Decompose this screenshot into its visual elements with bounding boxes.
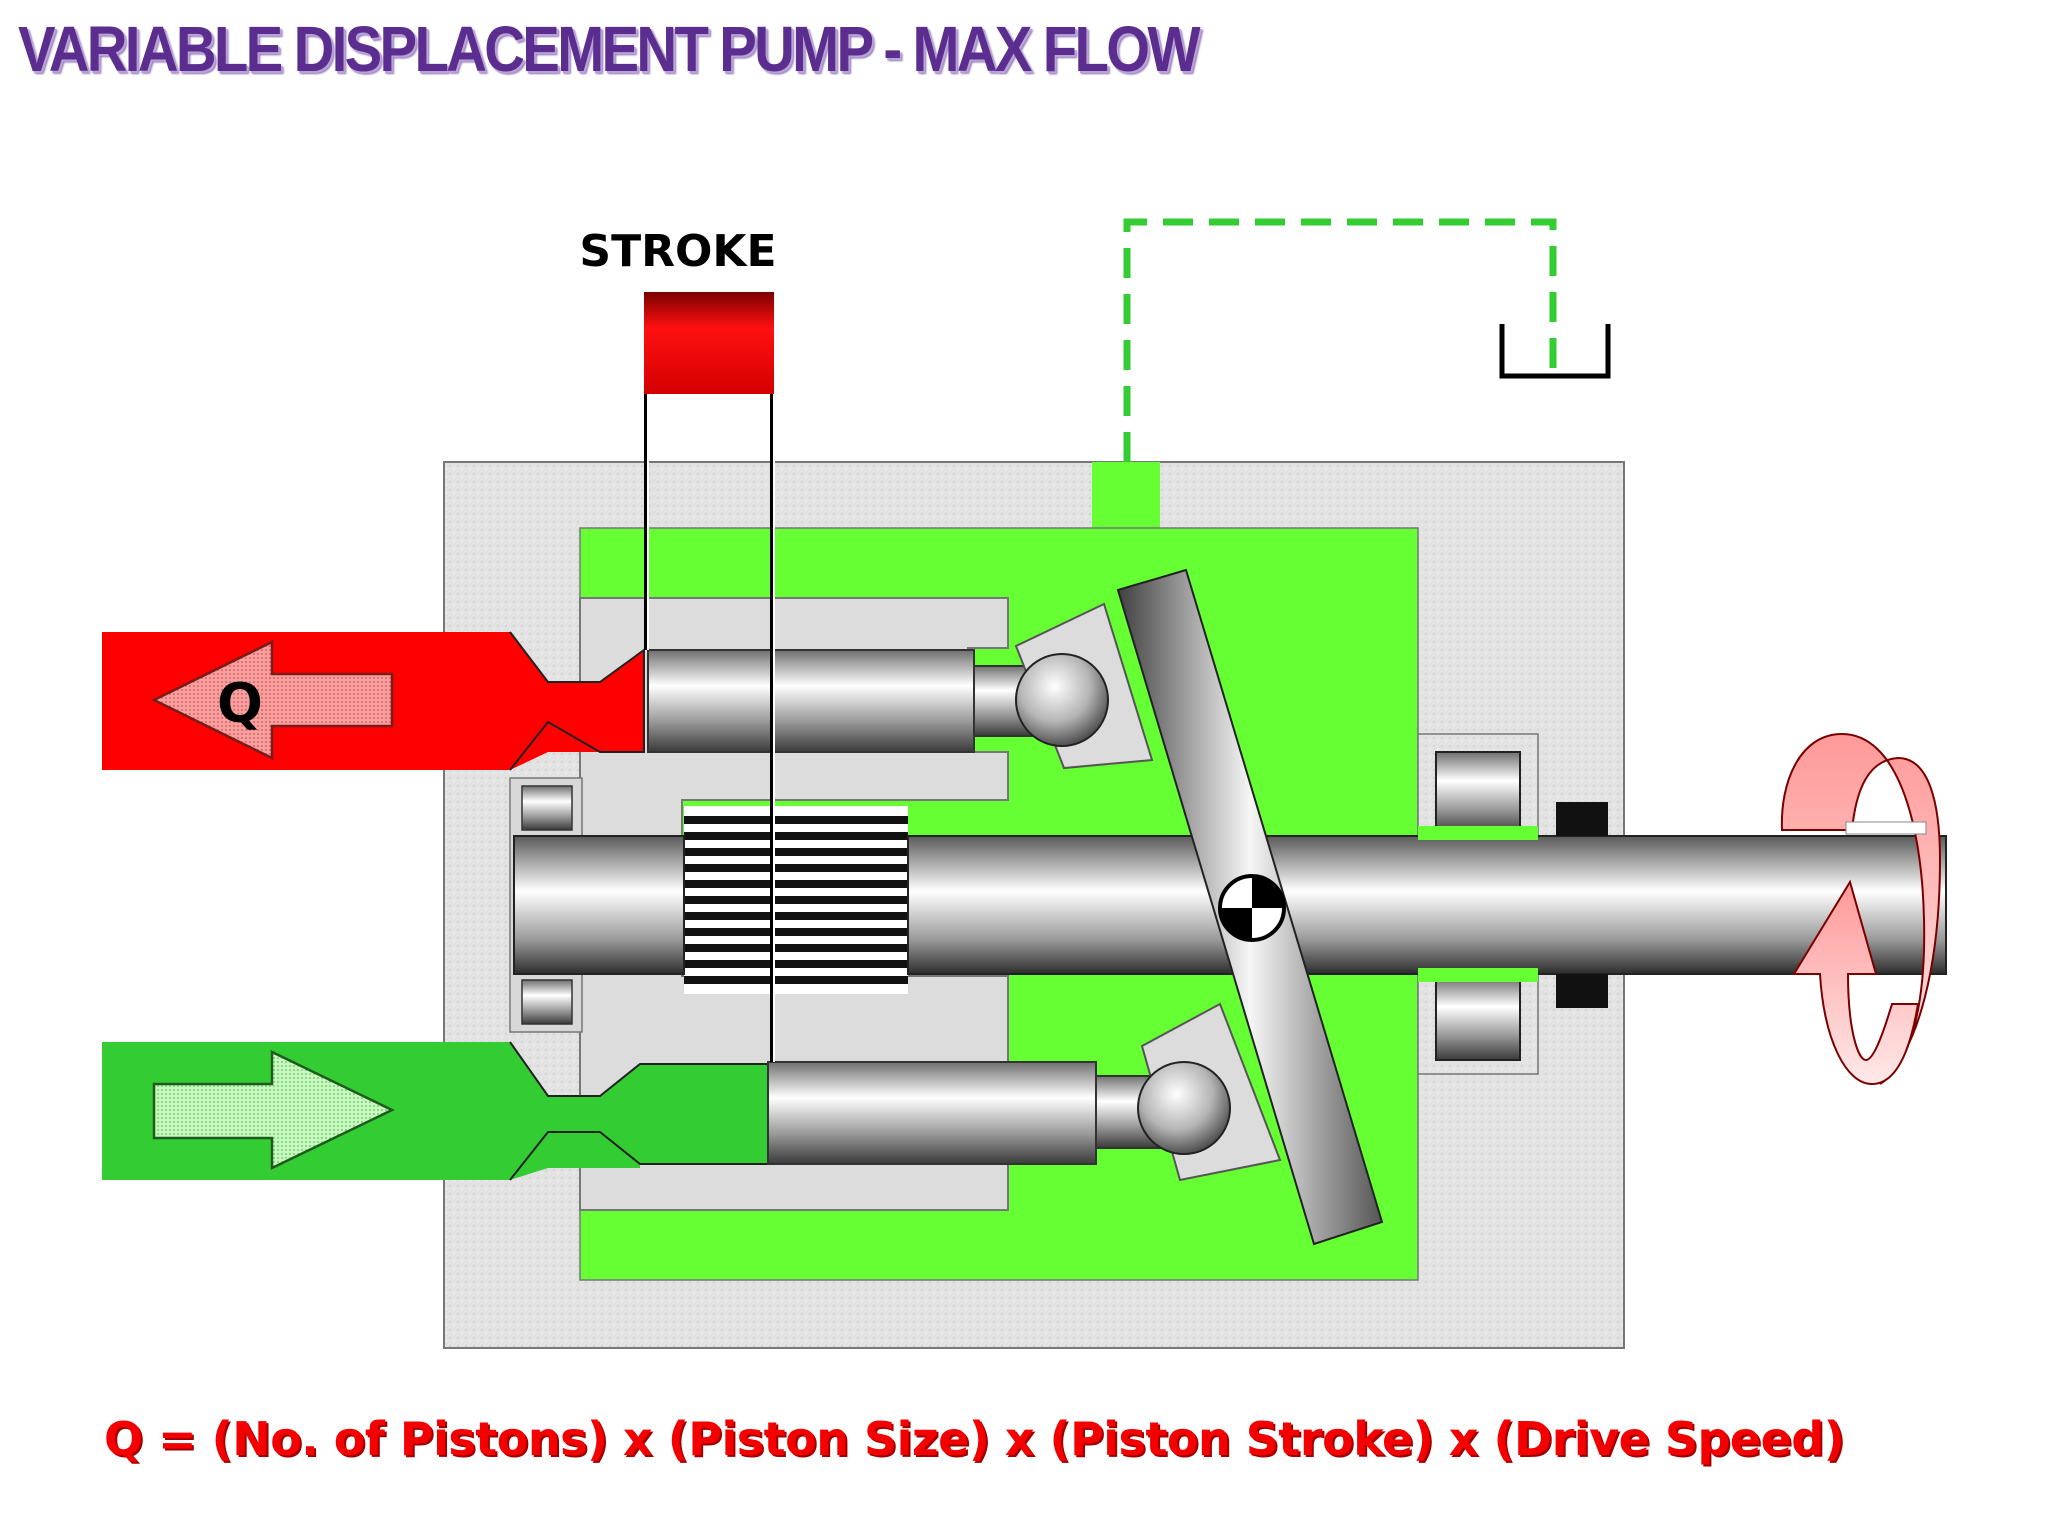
lower-piston [767, 1061, 1097, 1165]
left-bearing-top [521, 785, 573, 831]
shaft-seal-bottom [1556, 974, 1608, 1008]
right-bearing-bottom [1435, 977, 1521, 1061]
slide-title: VARIABLE DISPLACEMENT PUMP - MAX FLOW [18, 13, 1201, 85]
spline-lines [684, 816, 908, 984]
flow-formula: Q = (No. of Pistons) x (Piston Size) x (… [104, 1412, 1845, 1466]
spline-tooth [684, 896, 908, 904]
right-bearing-top [1435, 751, 1521, 835]
spline-tooth [684, 880, 908, 888]
upper-piston-ball [1015, 653, 1109, 747]
drive-shaft [907, 835, 1947, 975]
stroke-label: STROKE [579, 226, 776, 277]
rotation-arrow-icon [1780, 732, 1942, 1086]
spline-tooth [684, 976, 908, 984]
left-bearing-bottom [521, 979, 573, 1025]
spline-tooth [684, 832, 908, 840]
spline-tooth [684, 912, 908, 920]
shaft-seal-top [1556, 802, 1608, 836]
spline-tooth [684, 944, 908, 952]
inlet-arrow-icon [152, 1050, 395, 1170]
spline-tooth [684, 864, 908, 872]
stroke-indicator-block [644, 292, 774, 394]
spline-tooth [684, 816, 908, 824]
spline-tooth [684, 848, 908, 856]
spline-tooth [684, 960, 908, 968]
tank-symbol-icon [1499, 324, 1611, 379]
lower-piston-ball [1137, 1061, 1231, 1155]
outlet-arrow-icon [151, 639, 394, 761]
flow-label: Q [217, 672, 263, 735]
spline-tooth [684, 928, 908, 936]
case-drain-port [1092, 462, 1160, 528]
center-mark-icon [1218, 874, 1286, 942]
case-drain-line [1123, 218, 1557, 462]
drive-shaft-left [513, 835, 685, 975]
upper-piston [647, 649, 975, 753]
